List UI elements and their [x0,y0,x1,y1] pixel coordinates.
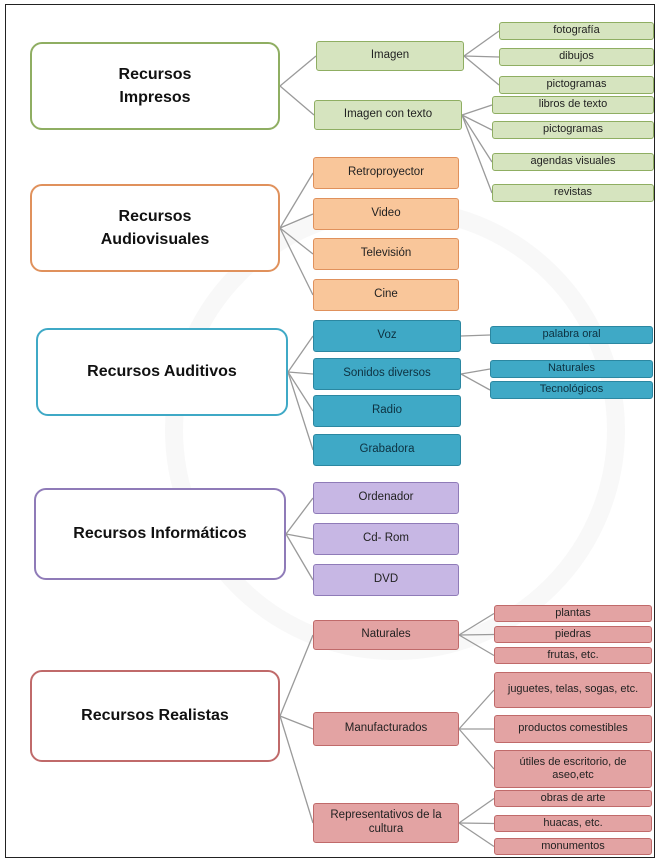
connector-recursos-auditivos-voz [287,335,314,373]
connector-recursos-audiovisuales-cine [279,227,314,296]
connector-recursos-audiovisuales-video [279,213,314,229]
leaf-utiles-de-escritorio-de-aseo-etc: útiles de escritorio, de aseo,etc [494,750,652,788]
leaf-huacas-etc: huacas, etc. [494,815,652,832]
leaf-plantas: plantas [494,605,652,622]
leaf-tecnologicos: Tecnológicos [490,381,653,399]
connector-sonidos-diversos-naturales [460,368,491,375]
diagram-frame [5,4,655,858]
root-recursos-informaticos: Recursos Informáticos [34,488,286,580]
connector-representativos-de-la-cultura-monumentos [458,822,495,848]
leaf-naturales: Naturales [490,360,653,378]
connector-recursos-auditivos-sonidos-diversos [287,371,314,375]
leaf-frutas-etc: frutas, etc. [494,647,652,664]
connector-recursos-informaticos-ordenador [285,497,314,535]
connector-recursos-audiovisuales-television [279,227,314,255]
node-ordenador: Ordenador [313,482,459,514]
connector-representativos-de-la-cultura-obras-de-arte [458,797,495,824]
connector-recursos-audiovisuales-retroproyector [279,172,314,229]
leaf-revistas: revistas [492,184,654,202]
node-imagen-con-texto: Imagen con texto [314,100,462,130]
connector-naturales-piedras [458,633,495,636]
leaf-libros-de-texto: libros de texto [492,96,654,114]
node-television: Televisión [313,238,459,270]
node-voz: Voz [313,320,461,352]
connector-imagen-con-texto-pictogramas [461,114,493,131]
node-imagen: Imagen [316,41,464,71]
node-radio: Radio [313,395,461,427]
connector-imagen-con-texto-libros-de-texto [461,104,493,116]
connector-imagen-con-texto-agendas-visuales [461,114,493,163]
node-dvd: DVD [313,564,459,596]
node-grabadora: Grabadora [313,434,461,466]
connector-recursos-realistas-naturales [279,634,314,717]
connector-recursos-realistas-manufacturados [279,715,314,730]
leaf-productos-comestibles: productos comestibles [494,715,652,743]
leaf-fotografia: fotografía [499,22,654,40]
connector-recursos-informaticos-cd-rom [285,533,314,540]
connector-recursos-auditivos-radio [287,371,314,412]
connector-sonidos-diversos-tecnologicos [460,373,491,391]
connector-imagen-con-texto-revistas [461,114,493,194]
leaf-pictogramas: pictogramas [499,76,654,94]
connector-recursos-impresos-imagen [279,55,317,87]
root-recursos-realistas: Recursos Realistas [30,670,280,762]
connector-imagen-fotografia [463,30,500,57]
root-recursos-audiovisuales: Recursos Audiovisuales [30,184,280,272]
leaf-palabra-oral: palabra oral [490,326,653,344]
connector-naturales-frutas-etc [458,634,495,657]
root-recursos-impresos: Recursos Impresos [30,42,280,130]
connector-imagen-dibujos [463,55,500,58]
connector-voz-palabra-oral [460,334,491,337]
node-representativos-de-la-cultura: Representativos de la cultura [313,803,459,843]
node-sonidos-diversos: Sonidos diversos [313,358,461,390]
leaf-pictogramas: pictogramas [492,121,654,139]
node-naturales: Naturales [313,620,459,650]
leaf-juguetes-telas-sogas-etc: juguetes, telas, sogas, etc. [494,672,652,708]
node-retroproyector: Retroproyector [313,157,459,189]
connector-representativos-de-la-cultura-huacas-etc [458,822,495,825]
connector-naturales-plantas [458,612,495,636]
connector-recursos-realistas-representativos-de-la-cultura [279,715,314,824]
node-video: Video [313,198,459,230]
connector-recursos-impresos-imagen-con-texto [279,85,315,116]
leaf-piedras: piedras [494,626,652,643]
node-cd-rom: Cd- Rom [313,523,459,555]
connector-imagen-pictogramas [463,55,500,86]
leaf-dibujos: dibujos [499,48,654,66]
root-recursos-auditivos: Recursos Auditivos [36,328,288,416]
connector-manufacturados-juguetes-telas-sogas-etc [458,689,495,730]
connector-manufacturados-utiles-de-escritorio-de-aseo-etc [458,728,495,770]
connector-recursos-auditivos-grabadora [287,371,314,451]
leaf-obras-de-arte: obras de arte [494,790,652,807]
node-cine: Cine [313,279,459,311]
node-manufacturados: Manufacturados [313,712,459,746]
leaf-agendas-visuales: agendas visuales [492,153,654,171]
leaf-monumentos: monumentos [494,838,652,855]
connector-recursos-informaticos-dvd [285,533,314,581]
